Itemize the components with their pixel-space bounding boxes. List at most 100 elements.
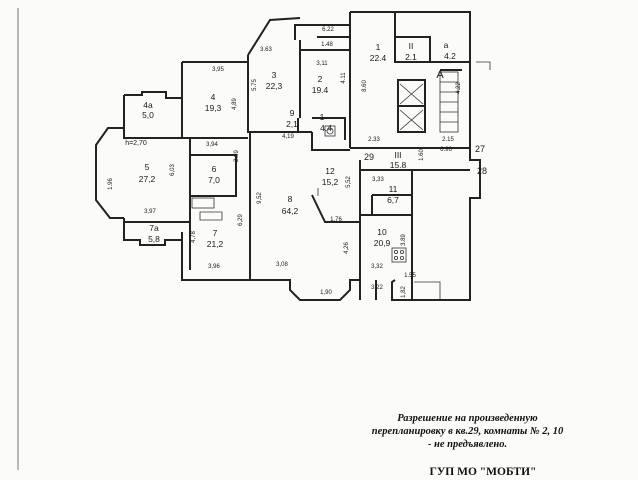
note-line: - не предъявлено. (427, 439, 508, 450)
room-number: 10 (377, 227, 387, 237)
room-number: 7 (213, 228, 218, 238)
dimension-label: 2.89 (234, 150, 240, 162)
dimension-label: 3,95 (212, 67, 224, 73)
room-ii: II2.1 (405, 41, 417, 62)
dimension-label: 1.55 (404, 273, 416, 279)
dimension-label: 4,19 (282, 134, 294, 140)
dimension-label: 4,89 (232, 98, 238, 110)
room-5: 527,2 (139, 162, 156, 184)
room-area: 20,9 (374, 238, 391, 248)
fixtures (191, 61, 491, 300)
room-area: 22,3 (266, 81, 283, 91)
room-7a: 7а5,8 (148, 223, 160, 244)
dimension-label: 1,90 (320, 290, 332, 296)
room-area: 4.2 (444, 51, 456, 61)
dimension-label: 3,33 (372, 177, 384, 183)
room-4: 419,3 (205, 92, 222, 113)
room-number: 3 (272, 70, 277, 80)
dimension-label: 6,29 (238, 214, 244, 226)
dimension-label: 3,94 (206, 142, 218, 148)
room-number: 1 (376, 42, 381, 52)
note-line: Разрешение на произведенную (397, 413, 538, 424)
room-number: 8 (288, 194, 293, 204)
room-area: 2,1 (286, 119, 298, 129)
room-number: III (394, 150, 401, 160)
room-area: 21,2 (207, 239, 224, 249)
room-area: 15,2 (322, 177, 339, 187)
room-number: 4 (211, 92, 216, 102)
room-area: 22.4 (370, 53, 387, 63)
dimension-label: 1,82 (401, 286, 407, 298)
room-number: 2 (318, 74, 323, 84)
room-1: 122.4 (370, 42, 387, 63)
room-1-small: 14.4 (320, 112, 333, 133)
dimension-label: 1,76 (330, 217, 342, 223)
dimension-label: 4.11 (341, 72, 347, 84)
room-area: 5,0 (142, 110, 154, 120)
room-number: 7а (149, 223, 159, 233)
dimension-label: 1.96 (108, 178, 114, 190)
walls (95, 11, 481, 301)
markers: А 29 27 28 (364, 69, 487, 176)
room-9: 92,1 (286, 108, 298, 129)
dimension-label: 5.75 (252, 79, 258, 91)
room-area: 2.1 (405, 52, 417, 62)
room-area: 5,8 (148, 234, 160, 244)
stair-marker-a: А (436, 69, 444, 81)
dimension-label: 8.60 (362, 80, 368, 92)
dimension-label: 3,96 (208, 264, 220, 270)
room-area: 19.4 (312, 85, 329, 95)
room-area: 64,2 (282, 206, 299, 216)
dimension-label: 2.15 (442, 137, 454, 143)
room-number: 6 (212, 164, 217, 174)
room-number: 9 (290, 108, 295, 118)
room-number: II (409, 41, 414, 51)
room-number: а (444, 40, 449, 50)
dimension-label: 1.60 (419, 149, 425, 161)
room-3: 322,3 (266, 70, 283, 91)
dimension-label: 3,22 (371, 285, 383, 291)
apartment-number-28: 28 (477, 166, 487, 176)
dimension-label: 3,11 (316, 61, 328, 67)
room-7: 721,2 (207, 228, 224, 249)
dimension-labels: 6.22 3.63 1.48 3,95 5.75 3,11 4.11 8.60 … (108, 27, 462, 298)
apartment-number-29: 29 (364, 152, 374, 162)
dimension-label: 9,52 (257, 192, 263, 204)
dimension-label: 4,78 (191, 231, 197, 243)
room-labels: 122.4 II2.1 а4.2 322,3 219.4 419,3 4а5,0… (139, 40, 456, 249)
bti-stamp-text: ГУП МО "МОБТИ" (429, 466, 537, 478)
dimension-label: 5,52 (346, 176, 352, 188)
dimension-label: 4.22 (456, 82, 462, 94)
room-area: 6,7 (387, 195, 399, 205)
room-area: 27,2 (139, 174, 156, 184)
room-4a: 4а5,0 (142, 100, 154, 120)
dimension-label: h=2,70 (125, 140, 147, 147)
room-number: 1 (320, 112, 325, 122)
dimension-label: 3.89 (401, 234, 407, 246)
room-area: 19,3 (205, 103, 222, 113)
room-number: 4а (143, 100, 153, 110)
dimension-label: 3,97 (144, 209, 156, 215)
room-8: 864,2 (282, 194, 299, 216)
dimension-label: 3,32 (371, 264, 383, 270)
dimension-label: 4,26 (344, 242, 350, 254)
room-11: 116,7 (387, 184, 399, 205)
note-line: перепланировку в кв.29, комнаты № 2, 10 (371, 426, 564, 437)
dimension-label: 6.22 (322, 27, 334, 33)
room-area: 15.8 (390, 160, 407, 170)
dimension-label: 3,08 (276, 262, 288, 268)
permit-note: Разрешение на произведенную перепланиров… (330, 412, 605, 451)
room-2: 219.4 (312, 74, 329, 95)
dimension-label: 6.96 (440, 147, 452, 153)
dimension-label: 6,03 (170, 164, 176, 176)
room-6: 67,0 (208, 164, 220, 185)
room-number: 11 (389, 184, 398, 194)
room-area: 7,0 (208, 175, 220, 185)
room-area: 4.4 (320, 123, 332, 133)
dimension-label: 3.63 (260, 47, 272, 53)
dimension-label: 2.33 (368, 137, 380, 143)
